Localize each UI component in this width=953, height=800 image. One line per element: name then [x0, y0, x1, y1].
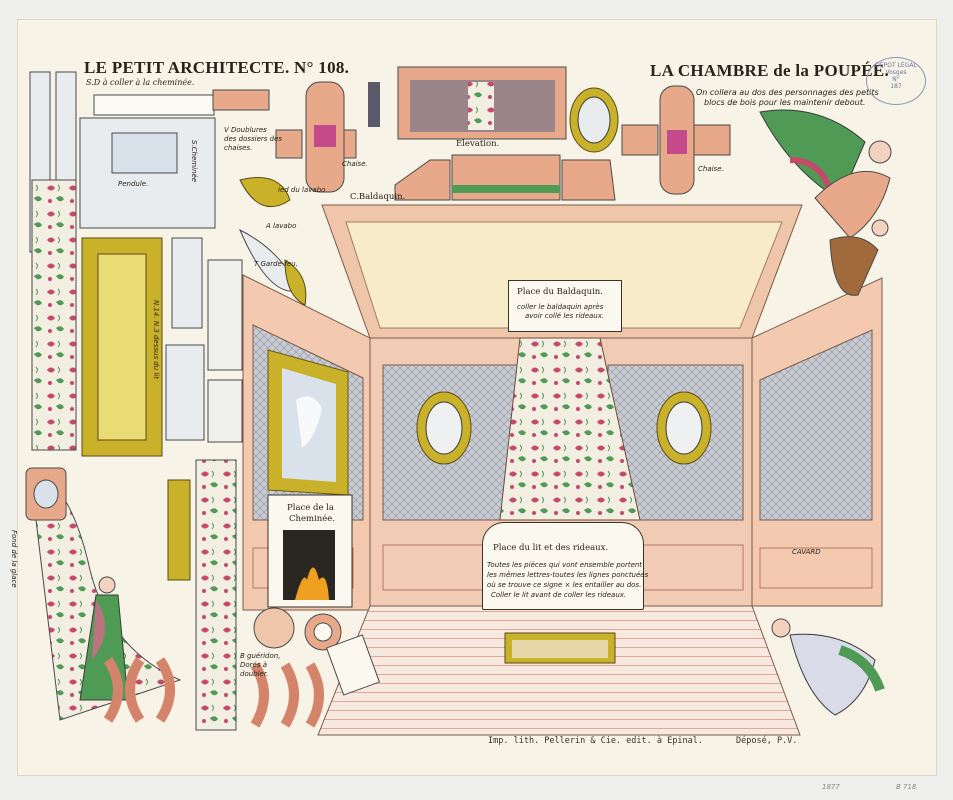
- label-fond-glace: Fond de la glace: [10, 530, 18, 588]
- label-gueridon-1: B guéridon,: [240, 652, 281, 660]
- lit-note-2: les mêmes lettres-toutes les lignes ponc…: [487, 571, 649, 579]
- lit-note-3: où se trouve ce signe × les entailler au…: [487, 581, 642, 589]
- printer-credit: Imp. lith. Pellerin & Cie. edit. à Epina…: [488, 736, 703, 746]
- stamp-line-3: N°: [892, 76, 900, 83]
- place-lit-title: Place du lit et des rideaux.: [493, 543, 609, 553]
- room-backdrop: [242, 204, 883, 736]
- label-doublures-3: chaises.: [224, 144, 253, 152]
- pencil-note-1: 1877: [822, 783, 840, 791]
- place-baldaquin-title: Place du Baldaquin.: [517, 287, 603, 297]
- label-pendule: Pendule.: [118, 180, 149, 188]
- label-lavabo: A lavabo: [266, 222, 297, 230]
- label-carvard: CAVARD: [792, 548, 821, 556]
- label-doublures-2: des dossiers des: [224, 135, 283, 143]
- label-doublures: V Doublures: [224, 126, 267, 134]
- label-dessus-lit: N.14. N.3 dessus du lit: [152, 300, 160, 380]
- label-lavabo-top: ied du lavabo: [278, 186, 326, 194]
- place-cheminee-2: Cheminée.: [289, 514, 336, 524]
- baldaquin-note-1: coller le baldaquin après: [517, 303, 604, 311]
- place-cheminee-1: Place de la: [287, 503, 334, 513]
- depot-legal-stamp: DÉPOT LÉGAL Vosges N° 187: [866, 57, 926, 105]
- baldaquin-note-2: avoir collé les rideaux.: [525, 312, 605, 320]
- baldaquin-placement-box: Place du Baldaquin. coller le baldaquin …: [508, 280, 622, 332]
- label-chaise-left: Chaise.: [342, 160, 368, 168]
- label-elevation: Elevation.: [456, 139, 500, 149]
- left-parts: [25, 71, 381, 731]
- label-cheminee-side: S.Cheminée: [190, 140, 198, 183]
- label-gueridon-2: Dorés à: [240, 661, 268, 669]
- lit-note-4: Coller le lit avant de coller les rideau…: [491, 591, 627, 599]
- bed-placement-box: Place du lit et des rideaux. Toutes les …: [482, 522, 648, 610]
- lit-note-1: Toutes les pièces qui vont ensemble port…: [487, 561, 643, 569]
- label-gueridon-3: doubler.: [240, 670, 269, 678]
- subtitle-left: S.D à coller à la cheminée.: [86, 78, 195, 87]
- top-parts: [212, 66, 731, 306]
- depose-mark: Déposé, P.V.: [736, 736, 798, 746]
- stamp-line-1: DÉPOT LÉGAL: [875, 62, 917, 69]
- right-note-line-2: blocs de bois pour les maintenir debout.: [704, 98, 866, 107]
- title-right: LA CHAMBRE de la POUPÉE.: [650, 61, 890, 80]
- stamp-line-2: Vosges: [885, 69, 907, 76]
- stamp-line-4: 187: [890, 83, 902, 90]
- title-left: LE PETIT ARCHITECTE. N° 108.: [84, 58, 350, 77]
- right-figures: [759, 109, 892, 716]
- label-garde-feu: T Garde-feu.: [254, 260, 298, 268]
- label-chaise-right: Chaise.: [698, 165, 724, 173]
- label-baldaquin: C.Baldaquin.: [350, 192, 406, 202]
- right-note-line-1: On collera au dos des personnages des pe…: [696, 88, 879, 97]
- pencil-note-2: B 718: [896, 783, 917, 791]
